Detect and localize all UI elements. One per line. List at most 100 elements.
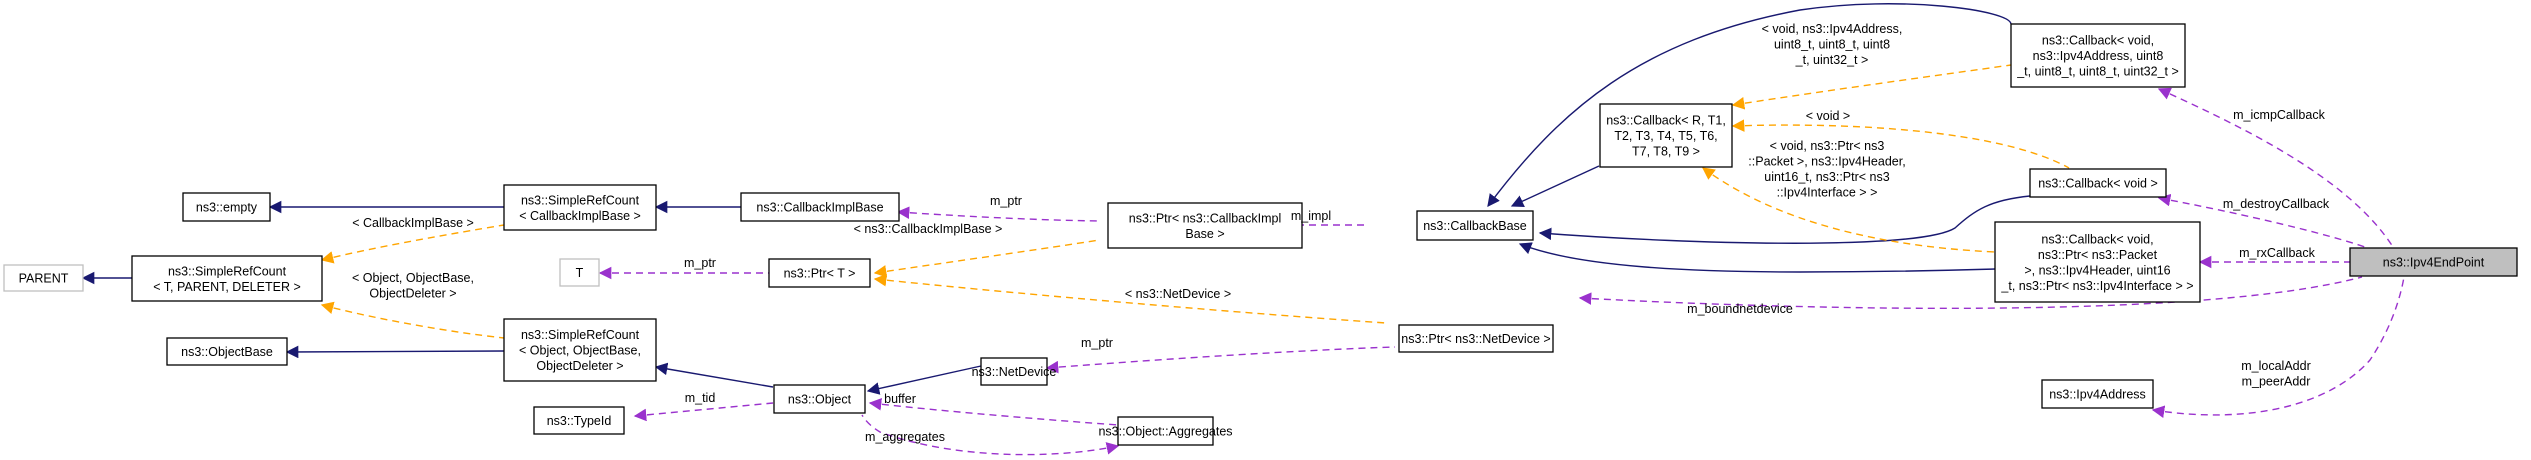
label-tmpl-callbackimplbase: < CallbackImplBase > (352, 216, 474, 230)
class-box-ptr-netdevice[interactable]: ns3::Ptr< ns3::NetDevice > (1398, 324, 1554, 353)
edge-netdevice-to-object (866, 365, 982, 395)
edge-m-ptr-nd (1045, 346, 1396, 374)
edge-label-line: m_ptr (684, 256, 716, 270)
edge-cbvoid-to-cbbase (1538, 195, 2031, 244)
edge-cbicmp-to-cbbase (1487, 3, 2012, 208)
edge-label-line: ::Ipv4Interface > > (1777, 186, 1878, 200)
edge-label-line: m_icmpCallback (2233, 108, 2325, 122)
class-box-frame (1117, 416, 1214, 446)
class-box-callback-void[interactable]: ns3::Callback< void > (2029, 168, 2167, 198)
label-m-boundnetdevice: m_boundnetdevice (1687, 302, 1793, 316)
class-box-frame (768, 258, 871, 288)
edges (81, 3, 2405, 456)
edge-labels: < CallbackImplBase > < Object, ObjectBas… (352, 22, 2330, 444)
edge-label-line: m_rxCallback (2239, 246, 2315, 260)
edge-label-line: uint16_t, ns3::Ptr< ns3 (1764, 170, 1889, 184)
class-box-frame (773, 384, 866, 414)
edge-label-line: m_localAddr (2241, 359, 2310, 373)
class-box-ptr-t[interactable]: ns3::Ptr< T > (768, 258, 871, 288)
edge-cbvoid-tmpl (1731, 119, 2070, 169)
class-name-line: ns3::Ptr< ns3::CallbackImpl (1129, 211, 1282, 225)
edge-m-icmpCallback (2157, 87, 2394, 248)
class-box-frame (1994, 221, 2201, 303)
class-box-empty[interactable]: ns3::empty (182, 192, 271, 222)
class-box-frame (740, 192, 900, 222)
edge-cbrx-tmpl (1701, 167, 1996, 253)
class-box-object-aggregates[interactable]: ns3::Object::Aggregates (1098, 416, 1233, 446)
class-box-frame (980, 357, 1048, 386)
edge-label-line: m_aggregates (865, 430, 945, 444)
class-box-frame (559, 258, 600, 287)
class-box-simplerefcount-object[interactable]: ns3::SimpleRefCount< Object, ObjectBase,… (503, 318, 657, 382)
label-tmpl-icmp: < void, ns3::Ipv4Address,uint8_t, uint8_… (1762, 22, 1903, 67)
class-name-line: ns3::Ipv4EndPoint (2383, 256, 2485, 270)
edge-label-line: ObjectDeleter > (369, 287, 456, 301)
class-name-line: PARENT (19, 272, 69, 286)
edge-label-line: m_peerAddr (2242, 375, 2311, 389)
class-box-frame (2029, 168, 2167, 198)
class-name-line: ns3::Ipv4Address, uint8 (2033, 49, 2164, 63)
label-m-ptr-t: m_ptr (684, 256, 716, 270)
class-box-frame (1599, 103, 1733, 168)
class-box-simplerefcount-callbackimplbase[interactable]: ns3::SimpleRefCount< CallbackImplBase > (503, 184, 657, 231)
class-name-line: ns3::SimpleRefCount (168, 264, 287, 278)
label-m-ptr-cib: m_ptr (990, 194, 1022, 208)
class-box-ptr-callbackimplbase[interactable]: ns3::Ptr< ns3::CallbackImplBase > (1107, 202, 1303, 249)
class-box-callback-rx[interactable]: ns3::Callback< void,ns3::Ptr< ns3::Packe… (1994, 221, 2201, 303)
label-m-icmpCallback: m_icmpCallback (2233, 108, 2325, 122)
class-box-ipv4address[interactable]: ns3::Ipv4Address (2041, 379, 2154, 409)
class-box-frame (503, 184, 657, 231)
class-name-line: < Object, ObjectBase, (519, 344, 641, 358)
class-name-line: ns3::TypeId (547, 414, 612, 428)
class-box-frame (166, 337, 288, 366)
edge-label-line: ::Packet >, ns3::Ipv4Header, (1748, 155, 1905, 169)
class-box-t[interactable]: T (559, 258, 600, 287)
class-name-line: < T, PARENT, DELETER > (153, 280, 301, 294)
class-box-ipv4endpoint[interactable]: ns3::Ipv4EndPoint (2349, 247, 2518, 277)
class-box-callback-generic[interactable]: ns3::Callback< R, T1,T2, T3, T4, T5, T6,… (1599, 103, 1733, 168)
class-box-frame (1398, 324, 1554, 353)
edge-label-line: buffer (884, 392, 916, 406)
edge-label-line: < void, ns3::Ptr< ns3 (1770, 139, 1885, 153)
label-m-addr: m_localAddr m_peerAddr (2241, 359, 2310, 389)
label-m-aggregates: m_aggregates (865, 430, 945, 444)
class-name-line: _t, uint8_t, uint8_t, uint32_t > (2016, 65, 2179, 79)
class-box-callback-icmp[interactable]: ns3::Callback< void,ns3::Ipv4Address, ui… (2010, 23, 2186, 88)
edge-label-line: m_ptr (990, 194, 1022, 208)
label-tmpl-void: < void > (1806, 109, 1850, 123)
edge-src-cib-tmpl (320, 224, 505, 264)
class-name-line: T2, T3, T4, T5, T6, (1614, 129, 1717, 143)
class-name-line: ns3::Ptr< T > (784, 267, 856, 281)
class-box-object[interactable]: ns3::Object (773, 384, 866, 414)
edge-src-obj-tmpl (320, 301, 505, 339)
class-name-line: Base > (1185, 227, 1224, 241)
class-box-frame (503, 318, 657, 382)
class-name-line: ns3::Ipv4Address (2049, 388, 2146, 402)
class-box-frame (131, 255, 323, 302)
class-box-frame (182, 192, 271, 222)
class-name-line: ns3::empty (196, 201, 258, 215)
edge-m-ptr-cib (896, 206, 1100, 222)
edge-ptrnd-tmpl (873, 273, 1387, 324)
class-box-callbackbase[interactable]: ns3::CallbackBase (1416, 210, 1534, 241)
edge-label-line: < void > (1806, 109, 1850, 123)
label-m-destroyCallback: m_destroyCallback (2223, 197, 2330, 211)
class-name-line: ns3::Ptr< ns3::NetDevice > (1401, 332, 1550, 346)
class-name-line: ns3::CallbackBase (1423, 219, 1527, 233)
class-box-parent[interactable]: PARENT (3, 264, 84, 292)
class-box-callbackimplbase[interactable]: ns3::CallbackImplBase (740, 192, 900, 222)
class-name-line: ns3::Callback< void, (2042, 34, 2154, 48)
class-box-frame (533, 406, 625, 435)
class-box-simplerefcount-t-parent-deleter[interactable]: ns3::SimpleRefCount< T, PARENT, DELETER … (131, 255, 323, 302)
class-name-line: ns3::Callback< void, (2041, 232, 2153, 246)
class-box-objectbase[interactable]: ns3::ObjectBase (166, 337, 288, 366)
edge-cbrx-to-cbbase (1518, 242, 1996, 273)
class-name-line: ns3::ObjectBase (181, 345, 273, 359)
class-box-frame (2010, 23, 2186, 88)
class-name-line: T (576, 266, 584, 280)
class-name-line: ObjectDeleter > (536, 359, 623, 373)
class-box-netdevice[interactable]: ns3::NetDevice (972, 357, 1057, 386)
class-name-line: T7, T8, T9 > (1632, 145, 1700, 159)
class-box-typeid[interactable]: ns3::TypeId (533, 406, 625, 435)
class-box-frame (2349, 247, 2518, 277)
